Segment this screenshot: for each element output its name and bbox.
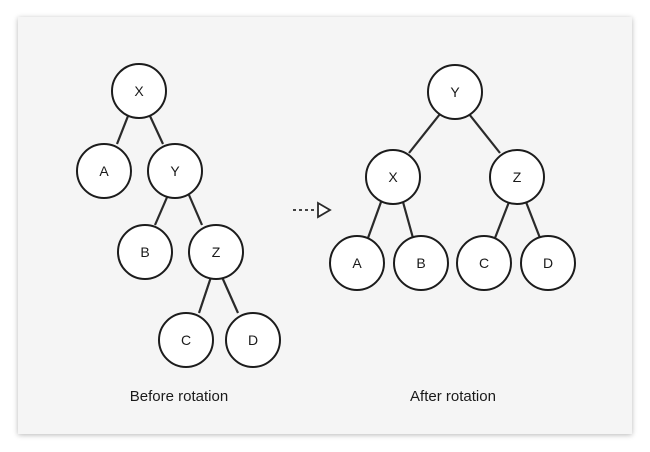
edge-z-d — [524, 201, 542, 239]
edge-x-a — [115, 115, 130, 145]
edge-z-c — [197, 276, 213, 314]
after-node-a-label: A — [352, 255, 362, 271]
after-node-x-label: X — [388, 169, 398, 185]
after-node-x: X — [365, 149, 421, 205]
after-node-b-label: B — [416, 255, 425, 271]
before-node-c: C — [158, 312, 214, 368]
edge-y-z — [468, 113, 501, 154]
after-caption: After rotation — [410, 388, 496, 405]
after-node-a: A — [329, 235, 385, 291]
after-node-d: D — [520, 235, 576, 291]
before-node-y: Y — [147, 143, 203, 199]
edge-z-c — [493, 201, 511, 239]
before-tree: X A Y B Z C D — [76, 63, 281, 368]
edge-x-y — [149, 115, 164, 145]
edge-y-x — [408, 113, 441, 154]
edge-y-b — [153, 194, 170, 226]
before-node-x: X — [111, 63, 167, 119]
before-node-b-label: B — [140, 244, 149, 260]
after-node-c: C — [456, 235, 512, 291]
before-node-a: A — [76, 143, 132, 199]
after-node-y-label: Y — [450, 84, 460, 100]
before-caption: Before rotation — [130, 388, 228, 405]
after-node-c-label: C — [479, 255, 489, 271]
edge-x-b — [401, 201, 415, 239]
edge-y-z — [187, 194, 204, 226]
rotation-arrow-icon — [293, 201, 332, 219]
after-node-d-label: D — [543, 255, 553, 271]
before-node-d: D — [225, 312, 281, 368]
after-node-z: Z — [489, 149, 545, 205]
before-node-x-label: X — [134, 83, 144, 99]
before-node-z: Z — [188, 224, 244, 280]
before-node-c-label: C — [181, 332, 191, 348]
after-tree: Y X Z A B C D — [329, 64, 576, 291]
edge-z-d — [220, 276, 240, 314]
before-node-a-label: A — [99, 163, 109, 179]
after-node-y: Y — [427, 64, 483, 120]
after-node-z-label: Z — [513, 169, 522, 185]
before-node-d-label: D — [248, 332, 258, 348]
before-node-b: B — [117, 224, 173, 280]
before-node-z-label: Z — [212, 244, 221, 260]
after-node-b: B — [393, 235, 449, 291]
edge-x-a — [366, 201, 383, 239]
before-node-y-label: Y — [170, 163, 180, 179]
